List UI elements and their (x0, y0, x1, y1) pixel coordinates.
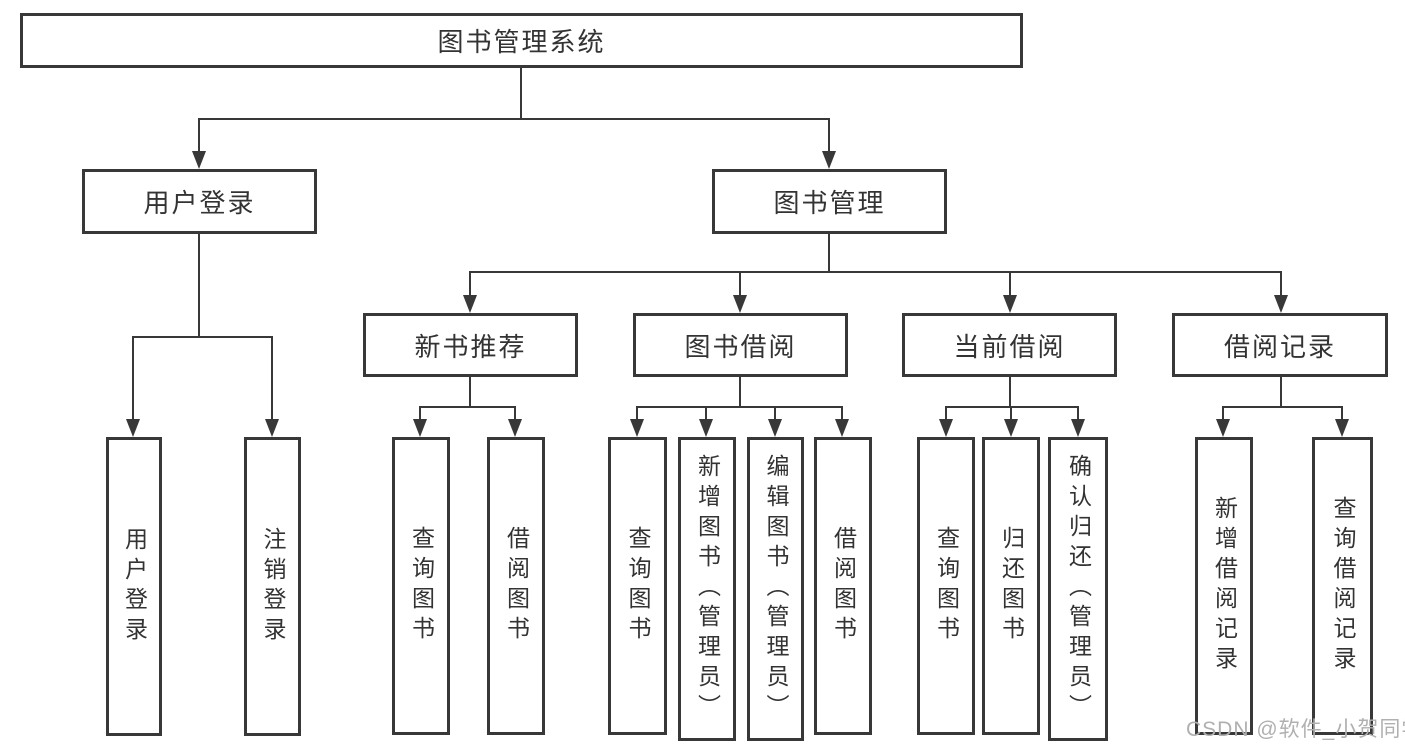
connector-line (636, 406, 843, 408)
connector-line (1009, 377, 1011, 408)
connector-line (705, 406, 707, 420)
leaf-add-borrow-record: 新增借阅记录 (1195, 437, 1253, 735)
connector-line (828, 118, 830, 152)
leaf-label: 归还图书 (998, 526, 1025, 646)
connector-line (945, 406, 947, 420)
leaf-add-books-admin: 新增图书（管理员） (678, 437, 736, 741)
connector-line (1222, 406, 1343, 408)
csdn-watermark: CSDN @软件_小贺同学 (1186, 718, 1405, 741)
connector-line (828, 234, 830, 272)
leaf-label: 注销登录 (260, 526, 286, 647)
leaf-label: 查询借阅记录 (1330, 496, 1356, 676)
leaf-logout: 注销登录 (244, 437, 301, 736)
leaf-label: 查询图书 (933, 526, 960, 646)
leaf-user-login: 用户登录 (106, 437, 162, 736)
connector-line (1341, 406, 1343, 420)
node-library-management-system: 图书管理系统 (20, 13, 1023, 68)
leaf-label: 查询图书 (408, 526, 435, 646)
connector-line (1280, 271, 1282, 297)
connector-line (841, 406, 843, 420)
arrowhead-down (1274, 295, 1288, 313)
connector-line (739, 271, 741, 297)
arrowhead-down (768, 419, 782, 437)
arrowhead-down (1004, 419, 1018, 437)
arrowhead-down (630, 419, 644, 437)
leaf-label: 查询图书 (625, 526, 651, 646)
leaf-query-books-current: 查询图书 (917, 437, 975, 735)
connector-line (1077, 406, 1079, 420)
arrowhead-down (822, 151, 836, 169)
node-book-borrowing: 图书借阅 (633, 313, 848, 377)
arrowhead-down (192, 151, 206, 169)
arrowhead-down (1216, 419, 1230, 437)
arrowhead-down (835, 419, 849, 437)
arrowhead-down (126, 419, 140, 437)
connector-line (469, 271, 1282, 273)
leaf-confirm-return-admin: 确认归还（管理员） (1048, 437, 1108, 741)
connector-line (1222, 406, 1224, 420)
connector-line (739, 377, 741, 408)
connector-line (1280, 377, 1282, 408)
arrowhead-down (265, 419, 279, 437)
connector-line (419, 406, 516, 408)
leaf-label: 新增借阅记录 (1211, 496, 1238, 676)
arrowhead-down (413, 419, 427, 437)
arrowhead-down (463, 295, 477, 313)
leaf-label: 用户登录 (121, 526, 148, 647)
leaf-query-books-borrowing: 查询图书 (608, 437, 667, 735)
connector-line (469, 377, 471, 408)
leaf-label: 借阅图书 (830, 526, 857, 646)
arrowhead-down (733, 295, 747, 313)
connector-line (469, 271, 471, 297)
arrowhead-down (1335, 419, 1349, 437)
node-borrow-records: 借阅记录 (1172, 313, 1388, 377)
connector-line (520, 68, 522, 119)
connector-line (198, 118, 830, 120)
leaf-edit-books-admin: 编辑图书（管理员） (747, 437, 804, 741)
connector-line (1010, 406, 1012, 420)
node-user-login: 用户登录 (82, 169, 317, 234)
connector-line (514, 406, 516, 420)
connector-line (198, 118, 200, 152)
connector-line (271, 336, 273, 420)
leaf-query-borrow-record: 查询借阅记录 (1312, 437, 1373, 735)
connector-line (945, 406, 1079, 408)
node-new-book-recommend: 新书推荐 (363, 313, 578, 377)
connector-line (636, 406, 638, 420)
connector-line (132, 336, 134, 420)
arrowhead-down (1071, 419, 1085, 437)
leaf-label: 新增图书（管理员） (694, 454, 721, 724)
connector-line (1009, 271, 1011, 297)
leaf-borrow-books-recommend: 借阅图书 (487, 437, 545, 735)
arrowhead-down (699, 419, 713, 437)
node-current-borrowing: 当前借阅 (902, 313, 1117, 377)
leaf-label: 借阅图书 (503, 526, 530, 646)
leaf-return-books: 归还图书 (982, 437, 1040, 735)
leaf-query-books-recommend: 查询图书 (392, 437, 450, 735)
leaf-label: 确认归还（管理员） (1065, 454, 1092, 724)
arrowhead-down (1003, 295, 1017, 313)
connector-line (419, 406, 421, 420)
node-book-management: 图书管理 (712, 169, 947, 234)
arrowhead-down (508, 419, 522, 437)
connector-line (198, 234, 200, 337)
leaf-label: 编辑图书（管理员） (763, 454, 789, 724)
leaf-borrow-books: 借阅图书 (814, 437, 872, 735)
arrowhead-down (939, 419, 953, 437)
connector-line (132, 336, 273, 338)
connector-line (774, 406, 776, 420)
